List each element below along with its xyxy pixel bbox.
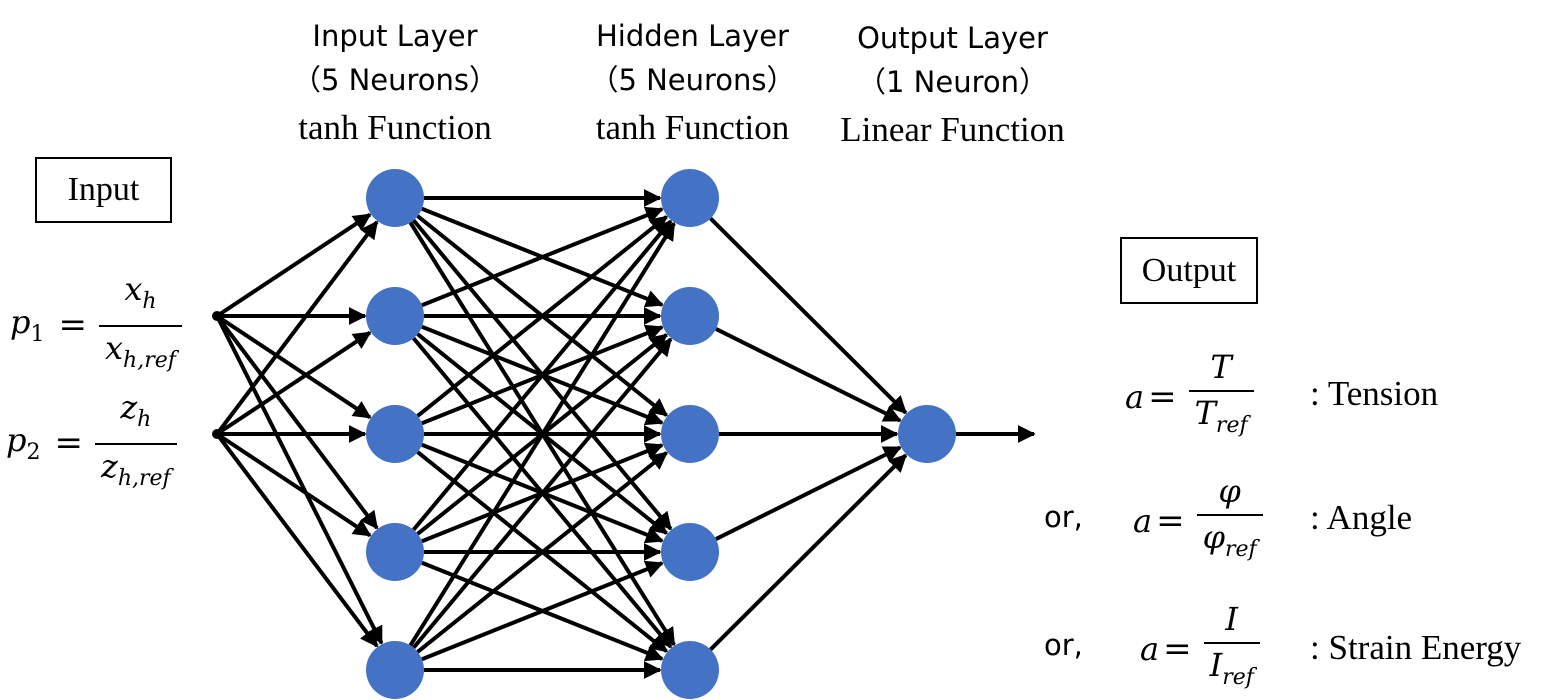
strain-energy-fraction: I Iref: [1203, 600, 1260, 697]
input-layer-count: （5 Neurons）: [291, 63, 499, 97]
input-layer-neuron: [366, 523, 424, 581]
input-layer-neuron: [366, 641, 424, 699]
output-equation-strain-energy: a = I Iref: [1140, 600, 1260, 697]
edge-hidden-to-output: [715, 445, 902, 541]
hidden-layer-count: （5 Neurons）: [589, 63, 796, 97]
output-layer-activation: Linear Function: [840, 110, 1065, 149]
hidden-layer-neuron: [661, 641, 719, 699]
hidden-layer-neuron: [661, 523, 719, 581]
tension-fraction: T Tref: [1188, 348, 1254, 445]
output-layer-title: Output Layer: [857, 21, 1048, 55]
input-layer-title: Input Layer: [312, 19, 478, 53]
edge-hidden-to-output: [709, 217, 908, 415]
output-equation-tension: a = T Tref: [1125, 348, 1254, 445]
edge-input-to-layer1: [215, 212, 372, 318]
angle-fraction: φ φref: [1196, 472, 1263, 569]
edge-input-to-layer1: [215, 432, 372, 538]
equals-sign: =: [54, 423, 83, 463]
input-layer-neuron: [366, 169, 424, 227]
p1-fraction: xh xh,ref: [98, 270, 182, 380]
hidden-layer-header: Hidden Layer （5 Neurons） tanh Function: [585, 14, 800, 154]
edge-layer1-to-hidden: [412, 219, 673, 532]
edge-input-to-layer1: [215, 314, 372, 420]
output-layer-header: Output Layer （1 Neuron） Linear Function: [830, 16, 1075, 156]
input-equation-p1: p1 = xh xh,ref: [10, 270, 182, 380]
p1-symbol: p1: [10, 303, 45, 347]
output-layer-neuron: [898, 405, 956, 463]
input-node-p2: [212, 429, 222, 439]
edge-layer1-to-hidden: [416, 451, 668, 654]
output-layer-count: （1 Neuron）: [857, 65, 1048, 99]
input-node-p1: [212, 311, 222, 321]
angle-label: : Angle: [1310, 498, 1413, 537]
edge-hidden-to-output: [709, 453, 908, 651]
edge-layer1-to-hidden: [421, 206, 664, 308]
hidden-layer-title: Hidden Layer: [596, 19, 789, 53]
or-label-angle: or,: [1044, 500, 1083, 534]
edge-input-to-layer1: [215, 220, 379, 436]
edge-layer1-to-hidden: [421, 560, 664, 662]
tension-label: : Tension: [1310, 374, 1439, 413]
edge-input-to-layer1: [215, 330, 372, 436]
input-equation-p2: p2 = zh zh,ref: [6, 388, 177, 498]
edge-layer1-to-hidden: [412, 337, 673, 650]
edge-input-to-layer1: [215, 432, 379, 648]
p2-symbol: p2: [6, 421, 41, 465]
or-label-strain-energy: or,: [1044, 628, 1083, 662]
output-box: Output: [1120, 237, 1258, 304]
p2-fraction: zh zh,ref: [94, 388, 177, 498]
input-layer-header: Input Layer （5 Neurons） tanh Function: [290, 14, 500, 154]
edge-layer1-to-hidden: [408, 221, 676, 647]
hidden-layer-activation: tanh Function: [595, 108, 790, 147]
input-layer-neuron: [366, 405, 424, 463]
output-equation-angle: a = φ φref: [1133, 472, 1263, 569]
edge-layer1-to-hidden: [416, 215, 668, 418]
input-layer-activation: tanh Function: [298, 108, 492, 147]
edge-input-to-layer1: [215, 315, 384, 645]
hidden-layer-neuron: [661, 405, 719, 463]
edge-input-to-layer1: [215, 314, 379, 530]
hidden-layer-neuron: [661, 169, 719, 227]
equals-sign: =: [58, 305, 87, 345]
input-layer-neuron: [366, 287, 424, 345]
edge-hidden-to-output: [715, 327, 902, 423]
input-box: Input: [35, 157, 172, 223]
hidden-layer-neuron: [661, 287, 719, 345]
strain-energy-label: : Strain Energy: [1310, 628, 1522, 667]
